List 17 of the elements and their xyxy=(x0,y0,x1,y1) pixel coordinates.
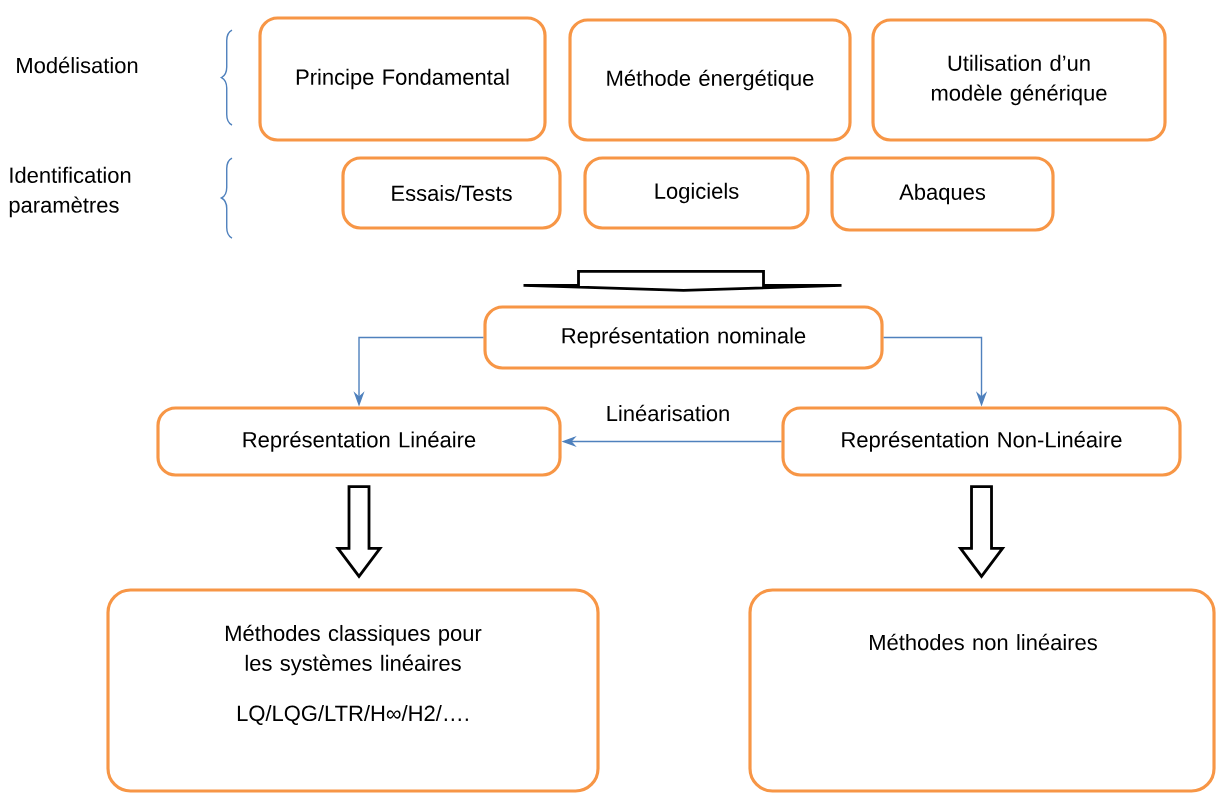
process-box: Représentation nominale xyxy=(483,305,884,370)
block-arrow xyxy=(335,485,383,579)
block-arrow xyxy=(957,485,1006,579)
process-box: Principe Fondamental xyxy=(258,16,547,142)
method-box: Méthodes classiques pour les systèmes linéaires LQ/LQG/LTR/H∞/H2/…. xyxy=(106,588,600,793)
method-box: Méthodes non linéaires xyxy=(748,588,1216,793)
block-arrow xyxy=(522,270,843,292)
process-box: Logiciels xyxy=(583,156,810,230)
side-label: Modélisation xyxy=(17,56,138,74)
process-box: Utilisation d’un modèle générique xyxy=(871,18,1167,142)
process-box: Abaques xyxy=(830,156,1055,232)
edge-label: Linéarisation xyxy=(604,403,733,423)
process-box: Représentation Non-Linéaire xyxy=(781,406,1182,477)
process-box: Méthode énergétique xyxy=(568,18,852,142)
process-box: Représentation Linéaire xyxy=(156,406,562,477)
side-label: Identification paramètres xyxy=(9,166,131,218)
process-box: Essais/Tests xyxy=(341,156,562,230)
